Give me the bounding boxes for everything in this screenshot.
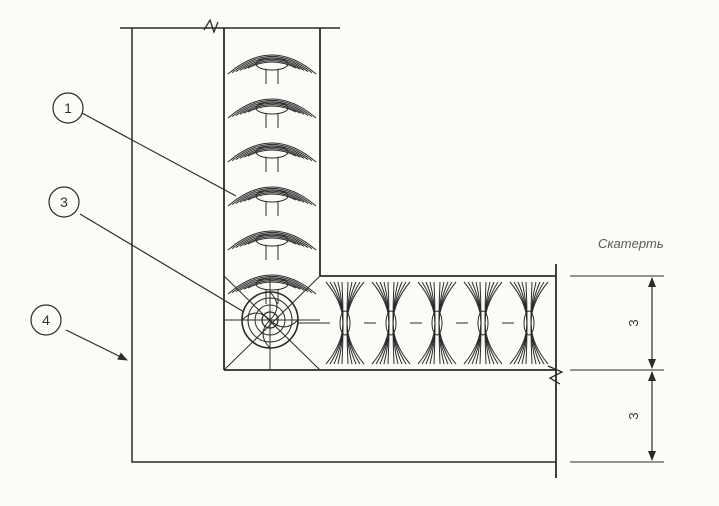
corner-rosette <box>223 275 321 371</box>
dimension-lower-value: 3 <box>626 412 641 419</box>
callout-4-number: 4 <box>42 312 50 328</box>
callout-4: 4 <box>30 304 62 336</box>
border-band-outline <box>223 28 564 478</box>
tablecloth-caption: Скатерть <box>598 236 664 251</box>
leader-lines <box>65 112 245 361</box>
dimension-upper-value: 3 <box>626 319 641 326</box>
horizontal-weave-pattern <box>298 281 549 365</box>
callout-1-number: 1 <box>64 100 72 116</box>
callout-3: 3 <box>48 186 80 218</box>
callout-3-number: 3 <box>60 194 68 210</box>
dimension-lines <box>570 275 664 463</box>
tablecloth-outline <box>120 18 556 463</box>
vertical-weave-pattern <box>227 54 317 304</box>
callout-1: 1 <box>52 92 84 124</box>
